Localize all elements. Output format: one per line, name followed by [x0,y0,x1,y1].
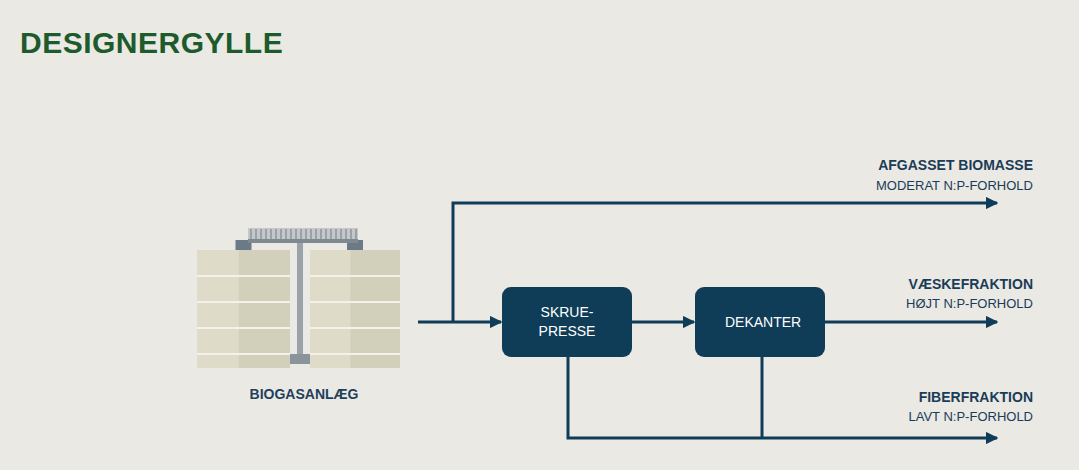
flow-arrow [632,321,694,324]
process-box: SKRUE- PRESSE [502,287,632,357]
node-label: SKRUE- PRESSE [532,303,602,341]
fiber-merge-line [761,357,764,438]
process-box: DEKANTER [695,287,825,357]
biogas-plant: BIOGASANLÆG [190,222,418,404]
biogas-plant-illustration [190,222,418,382]
node-label: BIOGASANLÆG [190,386,418,402]
node-label: DEKANTER [725,313,795,332]
output-ratio: LAVT N:P-FORHOLD [909,409,1033,424]
output-name: AFGASSET BIOMASSE [878,157,1033,173]
output-name: VÆSKEFRAKTION [909,276,1033,292]
output-name: FIBERFRAKTION [919,389,1033,405]
output-ratio: HØJT N:P-FORHOLD [906,296,1033,311]
flow-arrow [418,321,501,324]
output-ratio: MODERAT N:P-FORHOLD [876,178,1033,193]
title: DESIGNERGYLLE [20,26,283,60]
liquid-arrow [825,321,997,324]
